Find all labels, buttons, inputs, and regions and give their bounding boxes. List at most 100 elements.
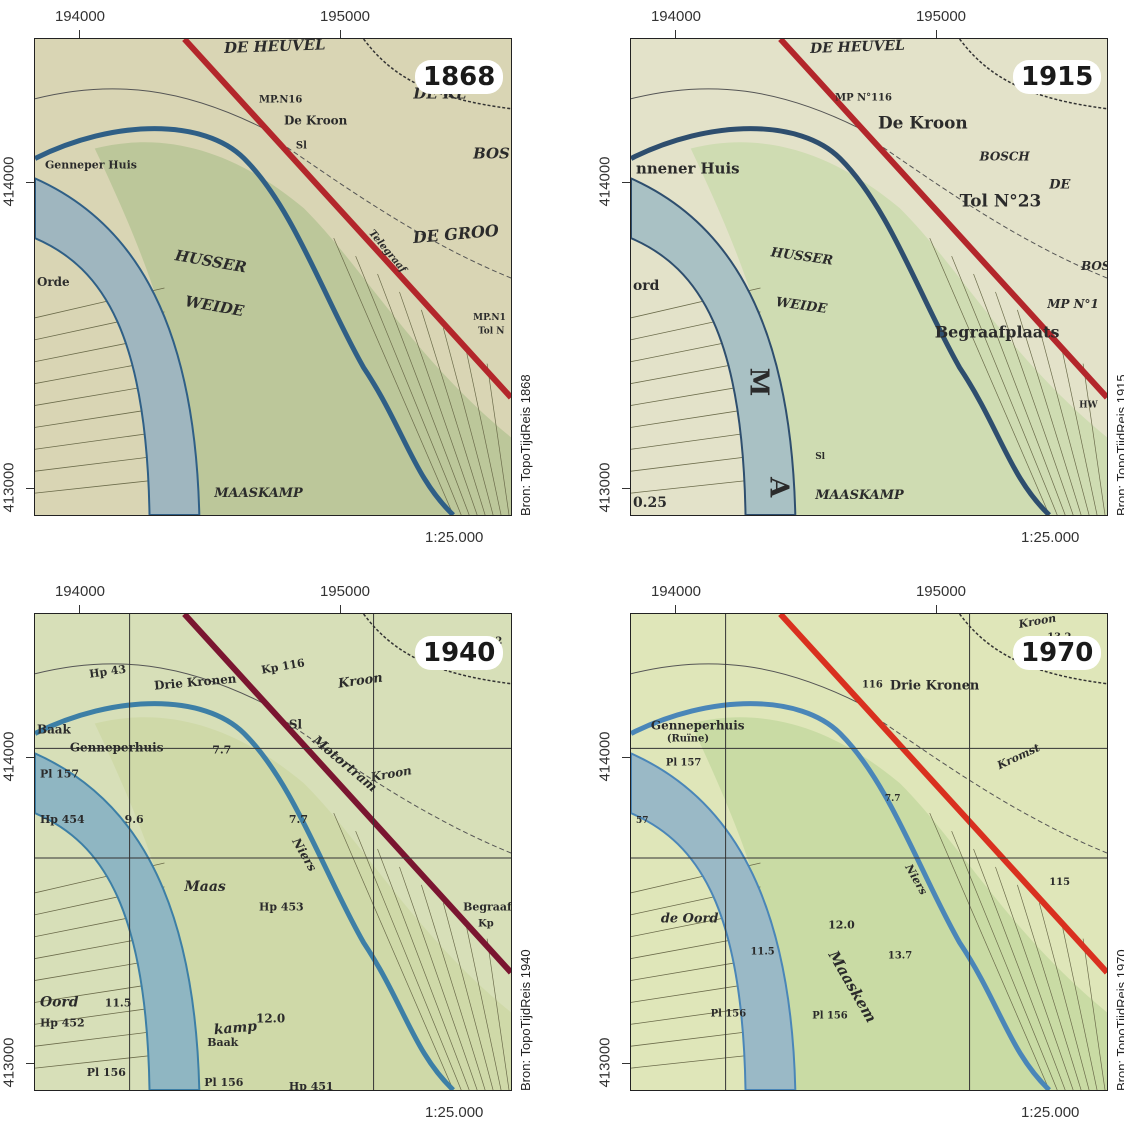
map-place-label: BOSC xyxy=(1080,259,1107,273)
map-panel-1970: 194000195000414000413000Kroon13.2116Drie… xyxy=(596,575,1124,1130)
y-tick-mark xyxy=(26,488,35,489)
map-place-label: Hp 43 xyxy=(88,663,126,681)
map-place-label: Pl 156 xyxy=(711,1008,747,1019)
parcel-line xyxy=(973,848,1066,1090)
x-tick-label: 195000 xyxy=(319,8,371,25)
road xyxy=(631,88,861,130)
map-place-label: Tol N°23 xyxy=(960,190,1042,210)
map-place-label: Hp 454 xyxy=(40,813,85,826)
map-place-label: 9.6 xyxy=(125,813,144,826)
parcel-line xyxy=(1060,345,1098,515)
map-place-label: Oord xyxy=(40,994,79,1010)
parcel-line xyxy=(35,1005,165,1025)
map-place-label: Genneperhuis xyxy=(651,719,745,733)
y-tick-label: 413000 xyxy=(0,1037,18,1088)
x-tick-mark xyxy=(79,605,80,614)
parcel-line xyxy=(995,291,1074,515)
y-tick-label: 414000 xyxy=(0,156,18,207)
historic-map: Kroon13.2116Drie KronenGenneperhuis(Ruïn… xyxy=(630,613,1108,1091)
x-tick-mark xyxy=(675,30,676,39)
map-place-label: Genneper Huis xyxy=(45,158,137,171)
map-place-label: Hp 453 xyxy=(259,901,304,914)
parcel-line xyxy=(1038,327,1090,515)
map-place-label: 11.5 xyxy=(750,947,774,958)
parcel-line xyxy=(1038,902,1090,1090)
parcel-line xyxy=(1017,309,1082,515)
map-place-label: Hp 451 xyxy=(289,1080,334,1090)
map-place-label: 115 xyxy=(1049,877,1070,888)
parcel-line xyxy=(35,454,165,472)
road xyxy=(35,663,265,705)
y-tick-mark xyxy=(622,757,631,758)
x-tick-label: 194000 xyxy=(54,583,106,600)
map-place-label: MP.N1 xyxy=(473,313,506,323)
map-place-label: De Kroon xyxy=(284,114,348,128)
floodplain-area xyxy=(94,142,511,515)
map-scale: 1:25.000 xyxy=(1021,1104,1080,1121)
map-place-label: Begraafplaats xyxy=(935,323,1060,342)
x-tick-label: 194000 xyxy=(650,8,702,25)
x-tick-mark xyxy=(340,605,341,614)
y-tick-label: 413000 xyxy=(596,1037,614,1088)
niers-stream xyxy=(35,701,455,1090)
map-place-label: Pl 156 xyxy=(812,1010,848,1021)
source-credit: Bron: TopoTijdReis 1970 xyxy=(1114,949,1124,1091)
map-place-label: Sl xyxy=(289,718,303,732)
railway-line xyxy=(778,614,1107,975)
parcel-line xyxy=(486,938,510,1090)
x-tick-label: 194000 xyxy=(650,583,702,600)
map-place-label: 0.25 xyxy=(633,495,667,511)
road xyxy=(273,713,511,854)
x-tick-mark xyxy=(675,605,676,614)
parcel-line xyxy=(399,291,478,515)
road xyxy=(869,138,1107,279)
map-place-label: A xyxy=(763,476,793,498)
map-place-label: Sl xyxy=(815,452,825,462)
y-tick-mark xyxy=(26,757,35,758)
map-place-label: 7.7 xyxy=(289,813,308,826)
parcel-line xyxy=(377,273,470,515)
map-place-label: MP N°116 xyxy=(835,93,892,104)
parcel-line xyxy=(464,920,502,1090)
parcel-line xyxy=(35,1053,165,1069)
parcel-line xyxy=(377,848,470,1090)
map-scale: 1:25.000 xyxy=(1021,529,1080,546)
map-place-label: M xyxy=(743,368,773,397)
parcel-line xyxy=(973,273,1066,515)
map-place-label: BOSCH xyxy=(979,149,1031,163)
map-place-label: (Ruïne) xyxy=(667,733,709,744)
road xyxy=(363,614,511,685)
floodplain-area xyxy=(690,142,1107,515)
x-tick-label: 195000 xyxy=(319,583,371,600)
y-tick-label: 414000 xyxy=(0,731,18,782)
map-place-label: MP.N16 xyxy=(259,95,302,106)
parcel-line xyxy=(1060,920,1098,1090)
railway-line xyxy=(778,39,1107,400)
parcel-line xyxy=(486,363,510,515)
map-place-label: 7.7 xyxy=(885,794,901,804)
map-place-label: Hp 452 xyxy=(40,1016,85,1029)
map-place-label: Sl xyxy=(296,141,307,152)
parcel-line xyxy=(995,866,1074,1090)
map-year-badge: 1940 xyxy=(415,636,504,670)
maas-river xyxy=(631,752,797,1090)
map-scale: 1:25.000 xyxy=(425,529,484,546)
parcel-line xyxy=(333,813,454,1090)
parcel-line xyxy=(442,902,494,1090)
map-place-label: DE HEUVEL xyxy=(809,39,905,57)
parcel-line xyxy=(1082,938,1106,1090)
parcel-line xyxy=(35,430,165,450)
map-place-label: de Oord xyxy=(661,912,719,927)
parcel-line xyxy=(333,238,454,515)
road xyxy=(869,713,1107,854)
map-place-label: MAASKAMP xyxy=(814,488,905,503)
parcel-line xyxy=(1017,884,1082,1090)
x-tick-mark xyxy=(79,30,80,39)
niers-stream xyxy=(631,126,1051,515)
parcel-line xyxy=(631,1005,761,1025)
road xyxy=(959,614,1107,685)
